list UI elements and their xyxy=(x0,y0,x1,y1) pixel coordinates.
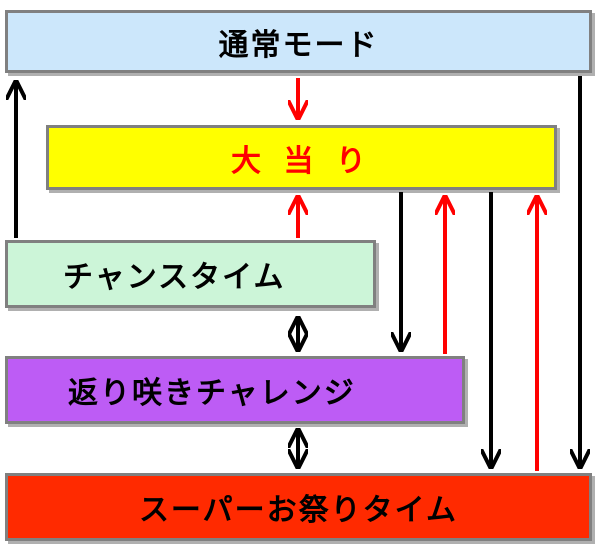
node-chance-time: チャンスタイム xyxy=(5,240,376,308)
node-jackpot-label: 大 当 り xyxy=(231,143,372,179)
node-normal-mode-label: 通常モード xyxy=(218,27,379,63)
node-jackpot: 大 当 り xyxy=(46,125,557,190)
node-comeback-challenge: 返り咲きチャレンジ xyxy=(5,356,465,424)
node-super-festival-time: スーパーお祭りタイム xyxy=(5,473,592,541)
node-normal-mode: 通常モード xyxy=(5,10,592,73)
node-super-festival-time-label: スーパーお祭りタイム xyxy=(138,493,459,528)
node-chance-time-label: チャンスタイム xyxy=(63,260,286,295)
node-comeback-challenge-label: 返り咲きチャレンジ xyxy=(68,376,356,411)
